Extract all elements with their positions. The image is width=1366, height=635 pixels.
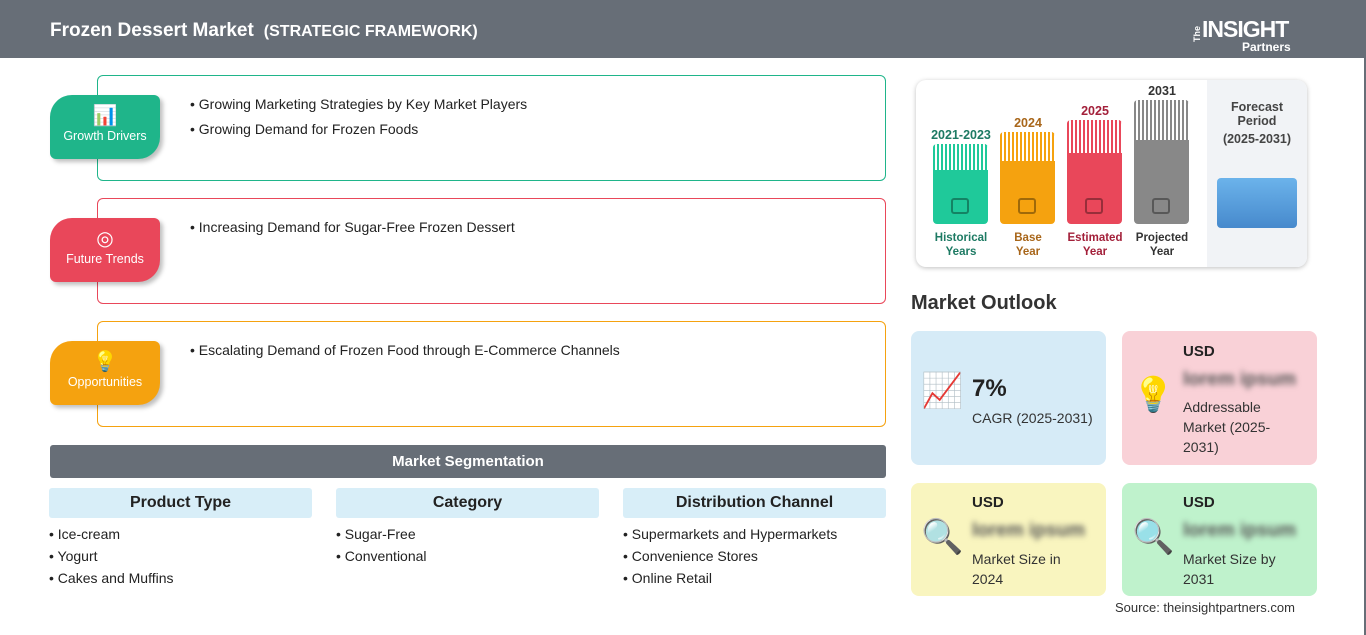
- header-bar: Frozen Dessert Market(STRATEGIC FRAMEWOR…: [0, 0, 1366, 58]
- segment-item: Conventional: [336, 548, 599, 564]
- history-icon: [951, 198, 969, 214]
- section-card-1: Increasing Demand for Sugar-Free Frozen …: [97, 198, 886, 304]
- timeline-year: 2021-2023: [931, 128, 991, 142]
- magnifier-chart-icon: 🔍: [921, 518, 964, 556]
- frame-border: [1364, 58, 1366, 635]
- timeline-bar: [1067, 120, 1122, 224]
- market-size-2031-box: 🔍 USD lorem ipsum Market Size by 2031: [1122, 483, 1317, 596]
- analytics-illustration-icon: [1217, 178, 1297, 228]
- timeline-year: 2025: [1081, 104, 1109, 118]
- segment-column: Product TypeIce-creamYogurtCakes and Muf…: [49, 488, 312, 592]
- page-subtitle: (STRATEGIC FRAMEWORK): [263, 23, 478, 40]
- segment-item: Yogurt: [49, 548, 312, 564]
- timeline-bar: [1000, 132, 1055, 224]
- segment-item: Sugar-Free: [336, 526, 599, 542]
- magnifier-chart-icon: 🔍: [1132, 518, 1175, 556]
- segment-item: Online Retail: [623, 570, 886, 586]
- page-title: Frozen Dessert Market(STRATEGIC FRAMEWOR…: [50, 20, 478, 41]
- growth-chart-icon: 📈: [921, 372, 964, 410]
- source-text: Source: theinsightpartners.com: [1115, 600, 1295, 615]
- lightbulb-hand-icon: 💡: [92, 351, 118, 373]
- section-card-0: Growing Marketing Strategies by Key Mark…: [97, 75, 886, 181]
- presentation-icon: [1152, 198, 1170, 214]
- section-item: Increasing Demand for Sugar-Free Frozen …: [190, 219, 515, 235]
- segment-item: Cakes and Muffins: [49, 570, 312, 586]
- segment-header: Category: [336, 488, 599, 518]
- section-badge: 📊Growth Drivers: [50, 95, 160, 159]
- segment-item: Convenience Stores: [623, 548, 886, 564]
- timeline-bar: [1134, 100, 1189, 224]
- market-size-2024-box: 🔍 USD lorem ipsum Market Size in 2024: [911, 483, 1106, 596]
- market-outlook-title: Market Outlook: [911, 292, 1057, 314]
- section-item: Growing Marketing Strategies by Key Mark…: [190, 96, 527, 112]
- segment-column: CategorySugar-FreeConventional: [336, 488, 599, 570]
- calendar-icon: [1018, 198, 1036, 214]
- segment-item: Supermarkets and Hypermarkets: [623, 526, 886, 542]
- lightbulb-dollar-icon: 💡: [1132, 376, 1175, 414]
- segment-header: Distribution Channel: [623, 488, 886, 518]
- section-item: Growing Demand for Frozen Foods: [190, 121, 527, 137]
- timeline-bar: [933, 144, 988, 224]
- growth-chart-icon: 📊: [92, 105, 118, 127]
- segment-column: Distribution ChannelSupermarkets and Hyp…: [623, 488, 886, 592]
- segmentation-title: Market Segmentation: [50, 445, 886, 478]
- segment-header: Product Type: [49, 488, 312, 518]
- monitor-gear-icon: [1085, 198, 1103, 214]
- target-icon: ◎: [96, 228, 114, 250]
- timeline-year: 2031: [1148, 84, 1176, 98]
- section-item: Escalating Demand of Frozen Food through…: [190, 342, 620, 358]
- timeline-year: 2024: [1014, 116, 1042, 130]
- cagr-box: 📈 7% CAGR (2025-2031): [911, 331, 1106, 465]
- section-card-2: Escalating Demand of Frozen Food through…: [97, 321, 886, 427]
- section-badge: 💡Opportunities: [50, 341, 160, 405]
- section-badge: ◎Future Trends: [50, 218, 160, 282]
- segment-item: Ice-cream: [49, 526, 312, 542]
- addressable-market-box: 💡 USD lorem ipsum Addressable Market (20…: [1122, 331, 1317, 465]
